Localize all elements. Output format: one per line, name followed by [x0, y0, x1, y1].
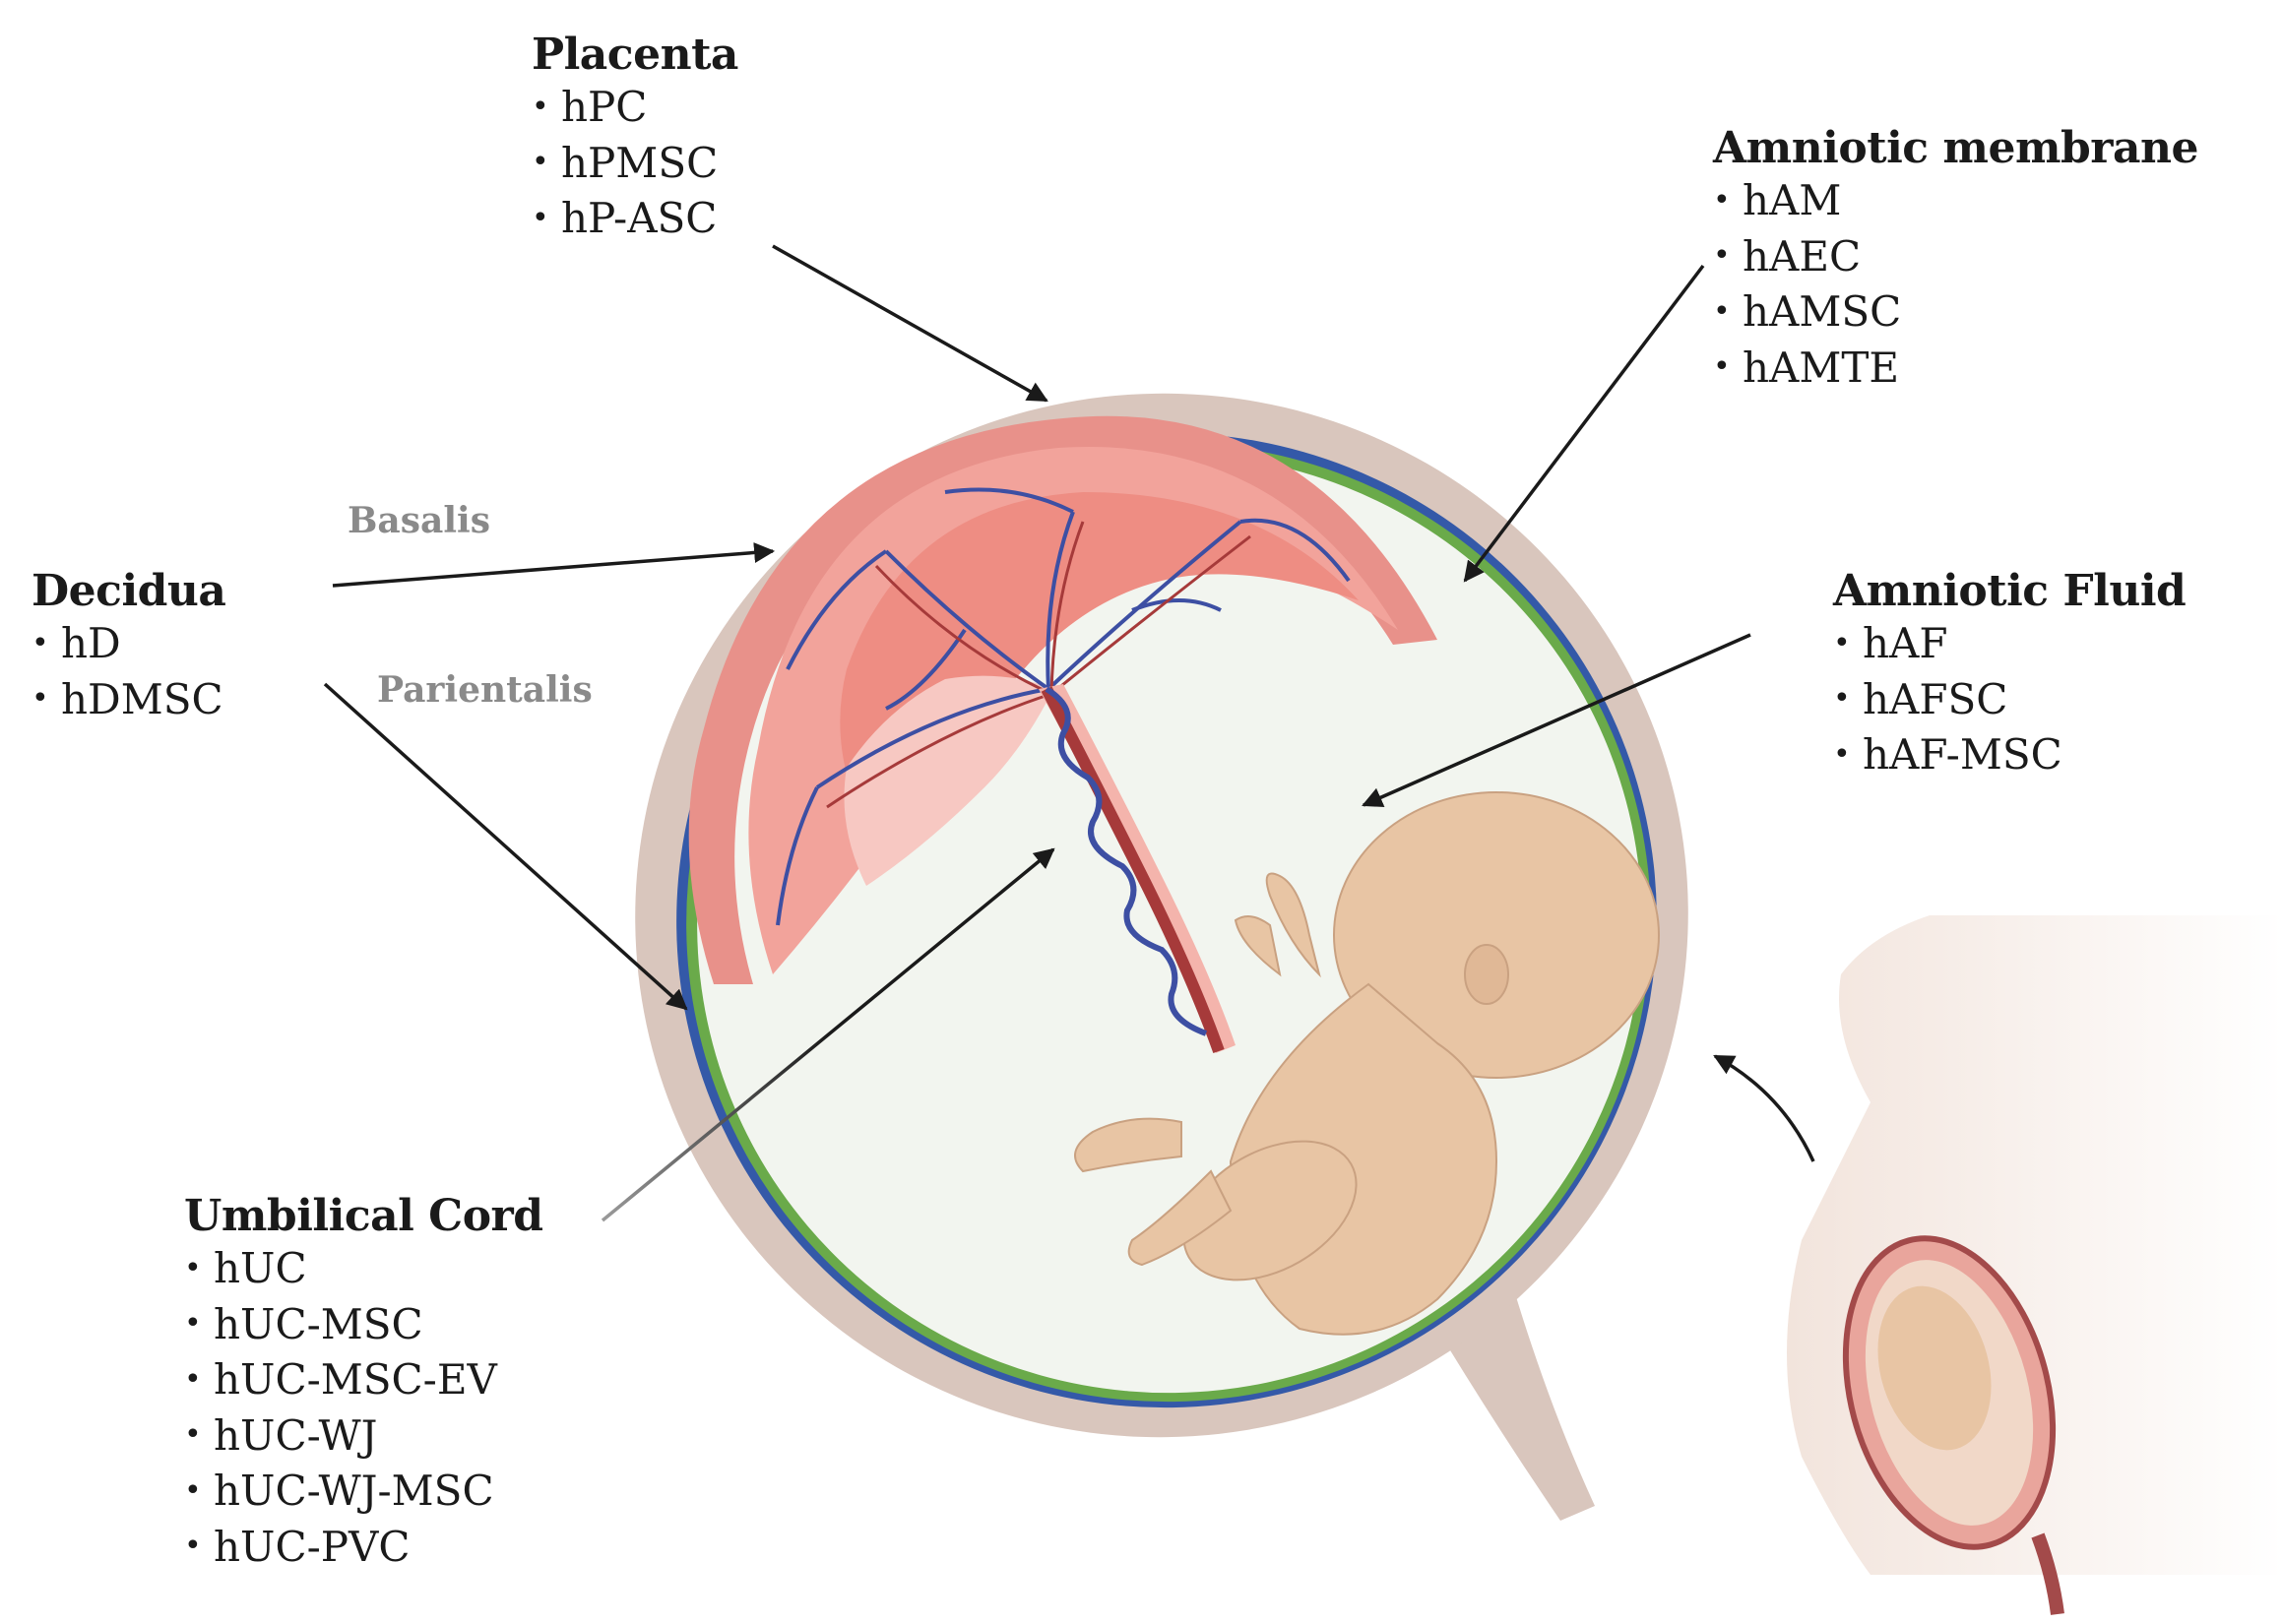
- list-item-text: hAEC: [1743, 231, 1862, 281]
- bullet: •: [1713, 182, 1731, 218]
- placenta-disc: [688, 415, 1437, 984]
- list-item-text: hAF: [1863, 619, 1948, 667]
- amniotic-fluid-title: Amniotic Fluid: [1833, 566, 2187, 616]
- list-item: • hAMTE: [1713, 342, 2198, 398]
- umbilical-cord-label-group: Umbilical Cord • hUC • hUC-MSC • hUC-MSC-EV…: [184, 1191, 543, 1576]
- umbilical-cord-list: • hUC • hUC-MSC • hUC-MSC-EV • hUC-WJ • hUC-W…: [184, 1242, 543, 1576]
- bullet: •: [1713, 238, 1731, 273]
- decidua-list: • hD • hDMSC: [32, 617, 225, 728]
- amniotic-fluid-list: • hAF • hAFSC • hAF-MSC: [1833, 617, 2186, 784]
- list-item: • hPMSC: [532, 137, 738, 193]
- umbilical-cord-title: Umbilical Cord: [184, 1191, 543, 1241]
- list-item: • hAMSC: [1713, 285, 2198, 342]
- bullet: •: [1713, 293, 1731, 329]
- bullet: •: [184, 1529, 202, 1563]
- list-item-text: hUC-MSC: [214, 1299, 423, 1348]
- umbilical-cord: [1039, 684, 1236, 1054]
- amniotic-membrane-list: • hAM • hAEC • hAMSC • hAMTE: [1713, 174, 2198, 397]
- fetus: [1074, 791, 1660, 1336]
- placenta-list: • hPC • hPMSC • hP-ASC: [532, 81, 738, 248]
- decidua-title: Decidua: [32, 566, 226, 616]
- bullet: •: [1833, 625, 1851, 660]
- arrow-parientalis: [323, 682, 688, 1011]
- list-item-text: hPC: [561, 83, 648, 131]
- arrows: [323, 244, 1815, 1222]
- bullet: •: [1713, 349, 1731, 384]
- list-item: • hUC: [184, 1242, 543, 1298]
- list-item-text: hUC-WJ: [214, 1410, 378, 1460]
- list-item: • hD: [32, 617, 225, 673]
- amniotic-fluid-label-group: Amniotic Fluid • hAF • hAFSC • hAF-MSC: [1833, 566, 2187, 784]
- amniotic-membrane-title: Amniotic membrane: [1713, 123, 2198, 173]
- list-item: • hAEC: [1713, 230, 2198, 286]
- list-item: • hP-ASC: [532, 192, 738, 248]
- list-item-text: hUC-MSC-EV: [214, 1355, 497, 1404]
- list-item: • hDMSC: [32, 673, 225, 729]
- bullet: •: [532, 200, 549, 235]
- arrow-placenta: [772, 244, 1048, 403]
- amniotic-membrane-label-group: Amniotic membrane • hAM • hAEC • hAMSC • hAM…: [1713, 123, 2198, 397]
- bullet: •: [1833, 681, 1851, 716]
- decidua-label-group: Decidua • hD • hDMSC: [32, 566, 226, 728]
- bullet: •: [532, 89, 549, 124]
- list-item-text: hUC-PVC: [214, 1522, 411, 1571]
- list-item: • hAFSC: [1833, 673, 2186, 729]
- list-item: • hUC-WJ-MSC: [184, 1465, 543, 1521]
- list-item-text: hAM: [1743, 176, 1842, 224]
- list-item-text: hPMSC: [561, 138, 719, 187]
- list-item: • hAF: [1833, 617, 2186, 673]
- list-item-text: hUC: [214, 1244, 307, 1292]
- list-item: • hUC-MSC: [184, 1298, 543, 1354]
- bullet: •: [184, 1250, 202, 1285]
- list-item-text: hAMSC: [1743, 287, 1902, 336]
- arrow-amniotic-membrane: [1463, 264, 1705, 583]
- list-item: • hPC: [532, 81, 738, 137]
- list-item: • hAM: [1713, 174, 2198, 230]
- parientalis-label: Parientalis: [377, 669, 593, 711]
- bullet: •: [184, 1472, 202, 1508]
- arrow-amniotic-fluid: [1362, 633, 1751, 807]
- list-item: • hAF-MSC: [1833, 728, 2186, 784]
- bullet: •: [32, 681, 49, 716]
- list-item-text: hD: [61, 619, 121, 667]
- mother-silhouette: [1787, 915, 2283, 1615]
- list-item-text: hAFSC: [1863, 674, 2008, 723]
- list-item-text: hDMSC: [61, 674, 223, 723]
- list-item: • hUC-WJ: [184, 1409, 543, 1466]
- bullet: •: [184, 1417, 202, 1452]
- arrow-basalis: [332, 542, 776, 588]
- placenta-label-group: Placenta • hPC • hPMSC • hP-ASC: [532, 30, 738, 248]
- list-item-text: hUC-WJ-MSC: [214, 1467, 494, 1515]
- bullet: •: [32, 625, 49, 660]
- arrow-umbilical-cord: [601, 847, 1055, 1222]
- bullet: •: [184, 1361, 202, 1397]
- bullet: •: [1833, 736, 1851, 772]
- list-item: • hUC-MSC-EV: [184, 1353, 543, 1409]
- basalis-label: Basalis: [348, 500, 490, 541]
- list-item: • hUC-PVC: [184, 1521, 543, 1577]
- arrow-mother-to-uterus: [1713, 1054, 1815, 1162]
- list-item-text: hP-ASC: [561, 194, 718, 242]
- list-item-text: hAF-MSC: [1863, 730, 2062, 779]
- bullet: •: [184, 1306, 202, 1341]
- list-item-text: hAMTE: [1743, 343, 1900, 392]
- placenta-title: Placenta: [532, 30, 738, 80]
- bullet: •: [532, 145, 549, 179]
